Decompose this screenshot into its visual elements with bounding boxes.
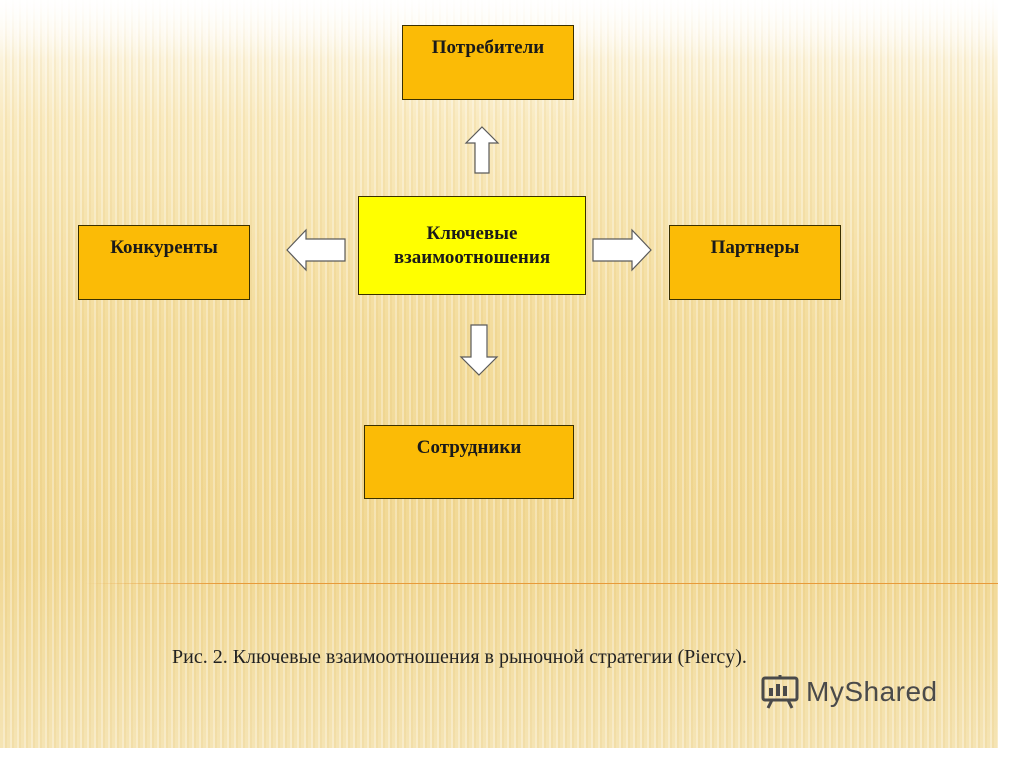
key-relationships-line2: взаимоотношения — [393, 246, 551, 268]
arrow-up-icon — [464, 126, 500, 174]
key-relationships-box: Ключевые взаимоотношения — [358, 196, 586, 295]
competitors-label: Конкуренты — [110, 237, 218, 258]
divider-line — [84, 583, 998, 584]
watermark: MyShared — [760, 672, 960, 712]
consumers-box: Потребители — [402, 25, 574, 100]
employees-box: Сотрудники — [364, 425, 574, 499]
competitors-box: Конкуренты — [78, 225, 250, 300]
partners-label: Партнеры — [710, 237, 800, 258]
arrow-right-icon — [592, 228, 652, 272]
employees-label: Сотрудники — [416, 437, 522, 458]
slide: Потребители Ключевые взаимоотношения Кон… — [0, 0, 998, 748]
watermark-text: MyShared — [806, 676, 938, 707]
consumers-label: Потребители — [431, 37, 545, 58]
key-relationships-line1: Ключевые — [426, 222, 518, 244]
presentation-board-icon — [761, 675, 799, 709]
partners-box: Партнеры — [669, 225, 841, 300]
arrow-left-icon — [286, 228, 346, 272]
figure-caption: Рис. 2. Ключевые взаимоотношения в рыноч… — [172, 646, 747, 668]
arrow-down-icon — [459, 324, 499, 376]
